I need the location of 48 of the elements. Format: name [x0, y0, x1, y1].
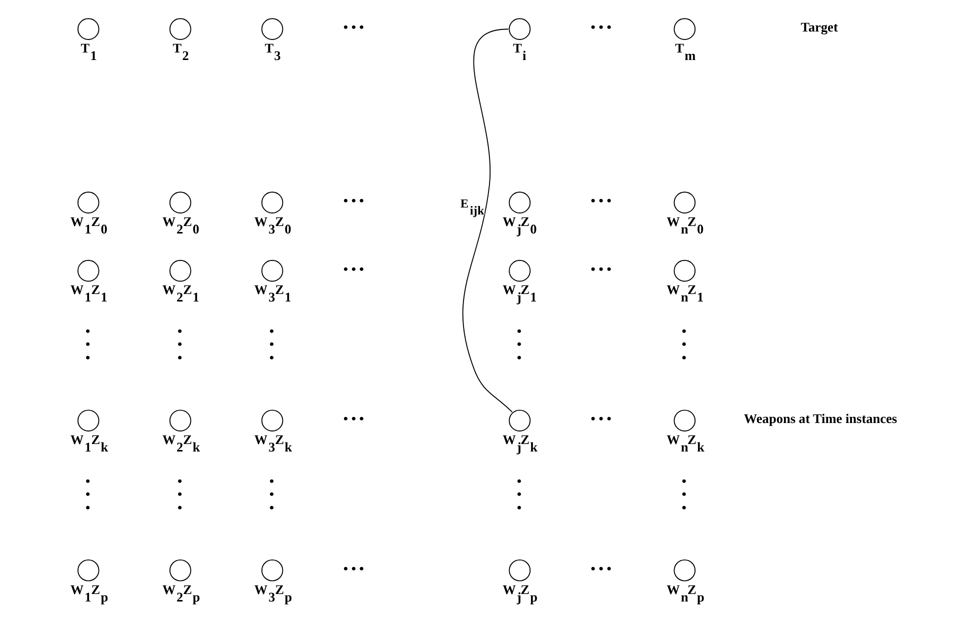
node-circle — [674, 410, 696, 432]
node-circle — [77, 192, 100, 214]
label: • • • — [590, 261, 612, 276]
node-circle — [77, 559, 100, 582]
node-circle — [674, 192, 696, 214]
node-circle — [508, 192, 531, 214]
node-circle — [508, 18, 531, 40]
node-circle — [508, 559, 531, 582]
node-circle — [261, 410, 284, 432]
node-circle — [169, 18, 192, 40]
node-circle — [508, 410, 531, 432]
node-circle — [169, 559, 192, 582]
label: • • • — [590, 20, 612, 35]
node-circle — [261, 559, 284, 582]
label: • • • — [269, 473, 274, 515]
label: • • • — [343, 193, 364, 208]
node-circle — [674, 260, 696, 282]
label: • • • — [343, 261, 364, 276]
label: • • • — [343, 20, 364, 35]
label: • • • — [177, 323, 182, 366]
node-circle — [674, 559, 696, 582]
label: • • • — [516, 323, 522, 366]
label: Weapons at Time instances — [744, 411, 898, 426]
label: • • • — [177, 473, 182, 515]
label: • • • — [86, 323, 90, 366]
label: • • • — [343, 411, 364, 426]
node-circle — [169, 260, 192, 282]
label: Target — [800, 20, 838, 35]
node-circle — [77, 260, 100, 282]
node-circle — [261, 260, 284, 282]
node-circle — [261, 18, 284, 40]
node-circle — [508, 260, 531, 282]
label: • • • — [86, 473, 90, 515]
connector — [462, 28, 513, 413]
node-circle — [674, 18, 696, 40]
label: • • • — [682, 323, 686, 366]
node-circle — [261, 192, 284, 214]
label: • • • — [269, 323, 274, 366]
label: • • • — [590, 560, 612, 576]
label: • • • — [682, 473, 686, 515]
label: • • • — [343, 560, 364, 576]
label: • • • — [590, 193, 612, 208]
node-circle — [169, 410, 192, 432]
label: • • • — [590, 411, 612, 426]
node-circle — [169, 192, 192, 214]
node-circle — [77, 18, 100, 40]
label: • • • — [516, 473, 522, 515]
node-circle — [77, 410, 100, 432]
